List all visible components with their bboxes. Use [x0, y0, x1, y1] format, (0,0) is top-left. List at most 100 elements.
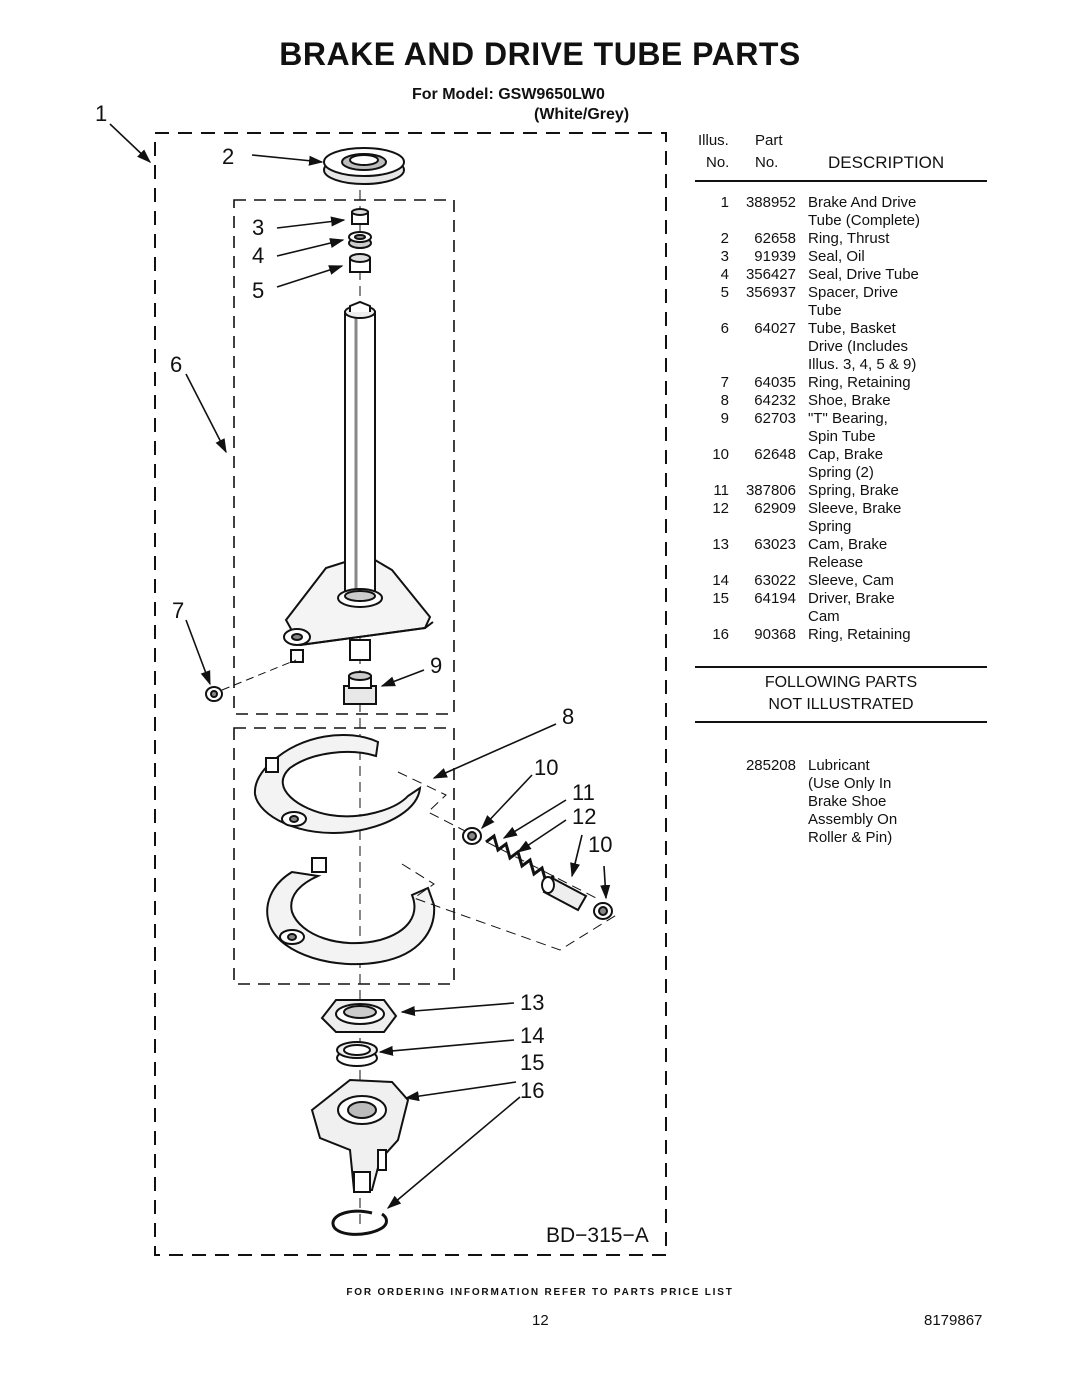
part-no-cell: 387806: [745, 482, 796, 499]
retaining-ring-part: [205, 686, 223, 702]
basket-drive-tube-part: [283, 300, 434, 663]
table-row: 15 64194 Driver, Brake Cam: [695, 590, 987, 626]
table-row: 13 63023 Cam, Brake Release: [695, 536, 987, 572]
illus-header-top: Illus.: [698, 132, 729, 149]
illus-no-cell: 15: [712, 590, 729, 607]
ordering-note: FOR ORDERING INFORMATION REFER TO PARTS …: [346, 1287, 734, 1298]
description-cell: Ring, Retaining: [808, 374, 911, 391]
description-cell: Sleeve, Cam: [808, 572, 894, 589]
description-cell: Seal, Oil: [808, 248, 865, 265]
brake-release-cam-part: [320, 999, 398, 1033]
illus-no-cell: 4: [720, 266, 729, 283]
leader-10a: [481, 774, 533, 830]
callout-8: 8: [562, 704, 574, 729]
part-header-top: Part: [755, 132, 783, 149]
part-no-cell: 64232: [754, 392, 796, 409]
illus-no-cell: 14: [712, 572, 729, 589]
following-parts-line2: NOT ILLUSTRATED: [768, 696, 914, 713]
doc-number: 8179867: [924, 1312, 983, 1329]
part-no-cell: 64194: [754, 590, 796, 607]
model-line: For Model: GSW9650LW0: [412, 86, 605, 103]
illus-header-bottom: No.: [706, 154, 730, 171]
callout-16: 16: [520, 1078, 544, 1103]
illus-no-cell: 2: [720, 230, 729, 247]
leader-13: [400, 1002, 515, 1016]
callout-6: 6: [170, 352, 182, 377]
illus-no-cell: 12: [712, 500, 729, 517]
part-no-cell: 64027: [754, 320, 796, 337]
color-line: (White/Grey): [534, 106, 630, 123]
leader-5: [276, 265, 344, 288]
part-no-cell: 356937: [745, 284, 796, 301]
t-bearing-part: [343, 671, 377, 705]
following-parts-line1: FOLLOWING PARTS: [764, 674, 918, 691]
brake-spring-sleeve-part: [541, 876, 588, 912]
part-no-cell: 63022: [754, 572, 796, 589]
illus-no-cell: 11: [713, 482, 729, 499]
description-cell: Spacer, Drive Tube: [808, 284, 899, 319]
table-row: 4 356427 Seal, Drive Tube: [695, 266, 987, 284]
description-cell: Tube, Basket Drive (Includes Illus. 3, 4…: [808, 320, 917, 373]
description-cell: Seal, Drive Tube: [808, 266, 919, 283]
table-row: 6 64027 Tube, Basket Drive (Includes Illus…: [695, 320, 987, 374]
illus-no-cell: [695, 757, 729, 847]
part-no-cell: 62909: [754, 500, 796, 517]
part-no-cell: 388952: [745, 194, 796, 211]
brake-cam-driver-part: [310, 1078, 410, 1193]
part-no-cell: 285208: [745, 757, 796, 774]
part-no-cell: 63023: [754, 536, 796, 553]
callout-11: 11: [572, 780, 595, 805]
assembly-boundary: [154, 132, 667, 1256]
leader-8: [432, 723, 557, 779]
tube-group-box: [233, 199, 455, 715]
cam-sleeve-part: [336, 1041, 378, 1067]
leader-11: [502, 799, 567, 839]
leader-1: [109, 123, 152, 163]
leader-4: [276, 238, 345, 257]
description-cell: Driver, Brake Cam: [808, 590, 895, 625]
table-row: 14 63022 Sleeve, Cam: [695, 572, 987, 590]
illus-no-cell: 5: [720, 284, 729, 301]
callout-3: 3: [252, 215, 264, 240]
callout-9: 9: [430, 653, 442, 678]
brake-spring-part: [485, 833, 555, 885]
description-cell: Shoe, Brake: [808, 392, 891, 409]
leader-9: [380, 669, 425, 687]
illus-no-cell: 3: [720, 248, 729, 265]
part-no-cell: 62703: [754, 410, 796, 427]
part-no-cell: 62658: [754, 230, 796, 247]
illus-no-cell: 10: [712, 446, 729, 463]
description-cell: Spring, Brake: [808, 482, 899, 499]
leader-6: [185, 373, 227, 454]
part-no-cell: 62648: [754, 446, 796, 463]
part-no-cell: 90368: [754, 626, 796, 643]
callout-5: 5: [252, 278, 264, 303]
description-cell: Cam, Brake Release: [808, 536, 888, 571]
parts-table-header: Illus. No. Part No. DESCRIPTION: [695, 130, 987, 182]
part-no-cell: 356427: [745, 266, 796, 283]
leader-16: [386, 1096, 521, 1209]
thrust-ring-part: [323, 147, 405, 185]
description-header: DESCRIPTION: [828, 153, 945, 172]
leader-2: [251, 154, 324, 166]
description-cell: Ring, Retaining: [808, 626, 911, 643]
brake-spring-cap2-part: [593, 902, 613, 920]
callout-1: 1: [95, 101, 107, 126]
leader-12: [516, 819, 567, 853]
retaining-ring-bottom-part: [331, 1209, 388, 1236]
part-no-cell: 64035: [754, 374, 796, 391]
callout-4: 4: [252, 243, 264, 268]
callout-13: 13: [520, 990, 544, 1015]
illus-no-cell: 6: [720, 320, 729, 337]
drive-tube-spacer-part: [349, 253, 371, 273]
leader-7: [185, 619, 211, 686]
illus-no-cell: 13: [712, 536, 729, 553]
